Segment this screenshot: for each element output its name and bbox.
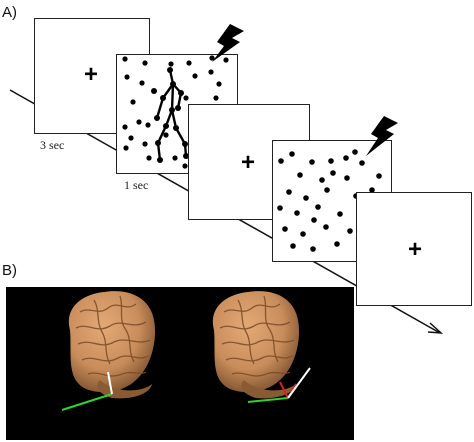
brain-render-panel bbox=[6, 287, 354, 440]
fixation-cross-1: + bbox=[84, 61, 99, 88]
panel-a-label: A) bbox=[2, 4, 17, 21]
brain-right-view bbox=[212, 291, 311, 403]
fixation-cross-2: + bbox=[241, 149, 256, 176]
brain-left-view bbox=[61, 291, 156, 411]
panel-b-label: B) bbox=[2, 262, 17, 279]
fixation-frame-3 bbox=[356, 192, 472, 306]
stimulus-duration-label: 1 sec bbox=[124, 178, 149, 192]
fixation-cross-3: + bbox=[408, 236, 423, 263]
fixation-duration-label: 3 sec bbox=[40, 138, 65, 152]
